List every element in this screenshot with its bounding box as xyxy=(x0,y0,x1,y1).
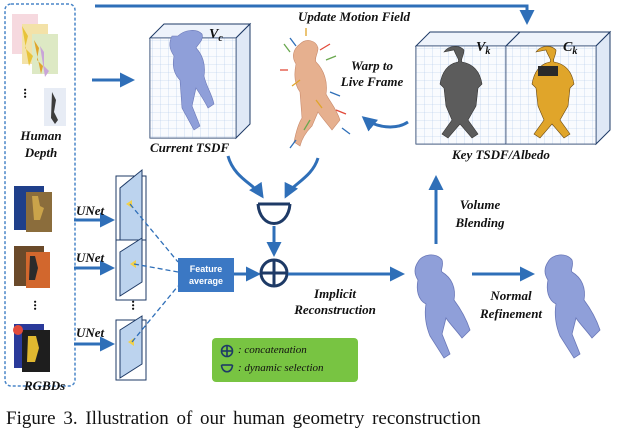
volume-label: Volume xyxy=(459,197,501,212)
concatenation-glyph xyxy=(259,258,289,288)
current-tsdf-label: Current TSDF xyxy=(150,140,230,155)
rgbd-images xyxy=(13,186,52,372)
unet-label-3: UNet xyxy=(76,325,105,340)
implicit-label: Implicit xyxy=(314,286,356,301)
dynamic-selection-legend-label: : dynamic selection xyxy=(238,362,324,374)
feature-label: Feature xyxy=(189,264,223,274)
key-tsdf-cube xyxy=(414,31,522,145)
normal-label: Normal xyxy=(490,288,532,303)
figure-caption: Figure 3. Illustration of our human geom… xyxy=(6,408,481,429)
normal-refinement-label: Normal Refinement xyxy=(470,287,552,323)
reconstruction-label: Reconstruction xyxy=(294,302,376,317)
unet-label-2: UNet xyxy=(76,250,105,265)
key-to-warp-arrow xyxy=(361,116,409,132)
average-label: average xyxy=(188,276,224,286)
rgbds-label: RGBDs xyxy=(24,378,66,393)
concatenation-legend-icon xyxy=(220,344,234,358)
refinement-label: Refinement xyxy=(479,306,543,321)
depth-label: Depth xyxy=(24,145,58,160)
current-tsdf-cube xyxy=(148,22,252,140)
unet-label-1: UNet xyxy=(76,203,105,218)
ellipsis-features: ... xyxy=(128,300,143,311)
input-panel xyxy=(4,3,76,387)
volume-blending-label: Volume Blending xyxy=(448,196,512,232)
update-motion-label: Update Motion Field xyxy=(298,9,410,24)
legend-box: : concatenation : dynamic selection xyxy=(212,338,358,382)
refined-mesh xyxy=(544,254,601,359)
vk-label: Vk xyxy=(476,40,490,57)
ellipsis-depth: ... xyxy=(20,88,35,99)
feature-average-box: Feature average xyxy=(178,258,234,292)
key-tsdf-albedo-label: Key TSDF/Albedo xyxy=(452,147,550,162)
depth-images xyxy=(12,14,66,126)
dynamic-selection-glyph xyxy=(256,202,292,225)
key-albedo-cube xyxy=(504,30,612,146)
feature-dashed-lines xyxy=(129,203,179,343)
live-frame-label: Live Frame xyxy=(340,74,404,89)
feature-maps xyxy=(115,168,147,381)
ellipsis-rgbd: ... xyxy=(30,300,45,311)
reconstructed-mesh xyxy=(414,254,471,359)
ck-label: Ck xyxy=(563,40,577,57)
implicit-reconstruction-label: Implicit Reconstruction xyxy=(284,286,386,318)
update-motion-arrow xyxy=(95,4,535,25)
concatenation-legend-label: : concatenation xyxy=(238,344,307,356)
dynamic-selection-legend-icon xyxy=(220,364,234,373)
vc-label: Vc xyxy=(209,27,223,44)
warp-point-cloud xyxy=(280,28,351,149)
warp-label: Warp to Live Frame xyxy=(332,58,412,90)
human-depth-label: Human Depth xyxy=(14,127,68,161)
tsdf-to-selection-arrow xyxy=(226,155,264,199)
warp-to-label: Warp to xyxy=(350,58,393,73)
warp-to-selection-arrow xyxy=(284,157,320,199)
blending-label: Blending xyxy=(455,215,505,230)
human-label: Human xyxy=(20,128,62,143)
